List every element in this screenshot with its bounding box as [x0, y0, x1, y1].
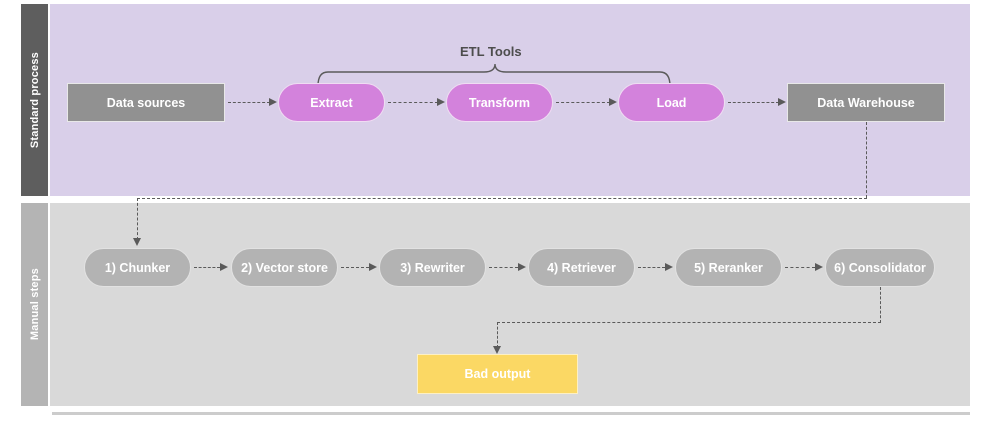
node-consolidator-label: 6) Consolidator — [834, 260, 926, 275]
edge-extract-to-transform — [388, 102, 438, 103]
arrow-data-sources-to-extract-icon — [269, 98, 277, 106]
edge-retriever-to-reranker — [638, 267, 665, 268]
edge-consolidator-to-bad-output-horizontal — [497, 322, 881, 323]
node-data-warehouse-label: Data Warehouse — [817, 95, 915, 110]
lane-header-manual-steps: Manual steps — [21, 203, 48, 406]
arrow-retriever-to-reranker-icon — [665, 263, 673, 271]
arrow-transform-to-load-icon — [609, 98, 617, 106]
node-vector-store-label: 2) Vector store — [241, 260, 328, 275]
node-rewriter[interactable]: 3) Rewriter — [379, 248, 486, 287]
edge-data-warehouse-down — [866, 122, 867, 198]
node-data-warehouse[interactable]: Data Warehouse — [787, 83, 945, 122]
node-chunker-label: 1) Chunker — [104, 260, 171, 275]
node-chunker[interactable]: 1) Chunker — [84, 248, 191, 287]
etl-tools-label: ETL Tools — [460, 44, 522, 59]
node-consolidator[interactable]: 6) Consolidator — [825, 248, 935, 287]
arrow-to-chunker-icon — [133, 238, 141, 246]
node-reranker-label: 5) Reranker — [694, 260, 763, 275]
node-load-label: Load — [656, 95, 687, 110]
edge-chunker-to-vector-store — [194, 267, 220, 268]
node-vector-store[interactable]: 2) Vector store — [231, 248, 338, 287]
arrow-rewriter-to-retriever-icon — [518, 263, 526, 271]
arrow-load-to-data-warehouse-icon — [778, 98, 786, 106]
edge-data-sources-to-extract — [228, 102, 270, 103]
lane-header-standard-process: Standard process — [21, 4, 48, 196]
bottom-divider — [52, 412, 970, 415]
lane-label-standard-process: Standard process — [28, 51, 41, 149]
edge-data-warehouse-to-chunker-down — [137, 198, 138, 240]
edge-transform-to-load — [556, 102, 610, 103]
node-transform[interactable]: Transform — [446, 83, 553, 122]
node-extract-label: Extract — [310, 95, 353, 110]
node-retriever-label: 4) Retriever — [547, 260, 616, 275]
lane-label-manual-steps: Manual steps — [28, 268, 41, 341]
node-bad-output[interactable]: Bad output — [417, 354, 578, 394]
edge-data-warehouse-to-chunker-horizontal — [137, 198, 867, 199]
edge-vector-store-to-rewriter — [341, 267, 369, 268]
edge-consolidator-down — [880, 287, 881, 323]
arrow-vector-store-to-rewriter-icon — [369, 263, 377, 271]
arrow-reranker-to-consolidator-icon — [815, 263, 823, 271]
node-retriever[interactable]: 4) Retriever — [528, 248, 635, 287]
node-reranker[interactable]: 5) Reranker — [675, 248, 782, 287]
edge-rewriter-to-retriever — [489, 267, 518, 268]
node-load[interactable]: Load — [618, 83, 725, 122]
node-extract[interactable]: Extract — [278, 83, 385, 122]
arrow-chunker-to-vector-store-icon — [220, 263, 228, 271]
node-rewriter-label: 3) Rewriter — [400, 260, 465, 275]
node-transform-label: Transform — [468, 95, 531, 110]
edge-reranker-to-consolidator — [785, 267, 815, 268]
node-bad-output-label: Bad output — [464, 367, 531, 381]
node-data-sources[interactable]: Data sources — [67, 83, 225, 122]
node-data-sources-label: Data sources — [106, 95, 186, 110]
arrow-to-bad-output-icon — [493, 346, 501, 354]
arrow-extract-to-transform-icon — [437, 98, 445, 106]
edge-consolidator-to-bad-output-down — [497, 322, 498, 348]
edge-load-to-data-warehouse — [728, 102, 779, 103]
